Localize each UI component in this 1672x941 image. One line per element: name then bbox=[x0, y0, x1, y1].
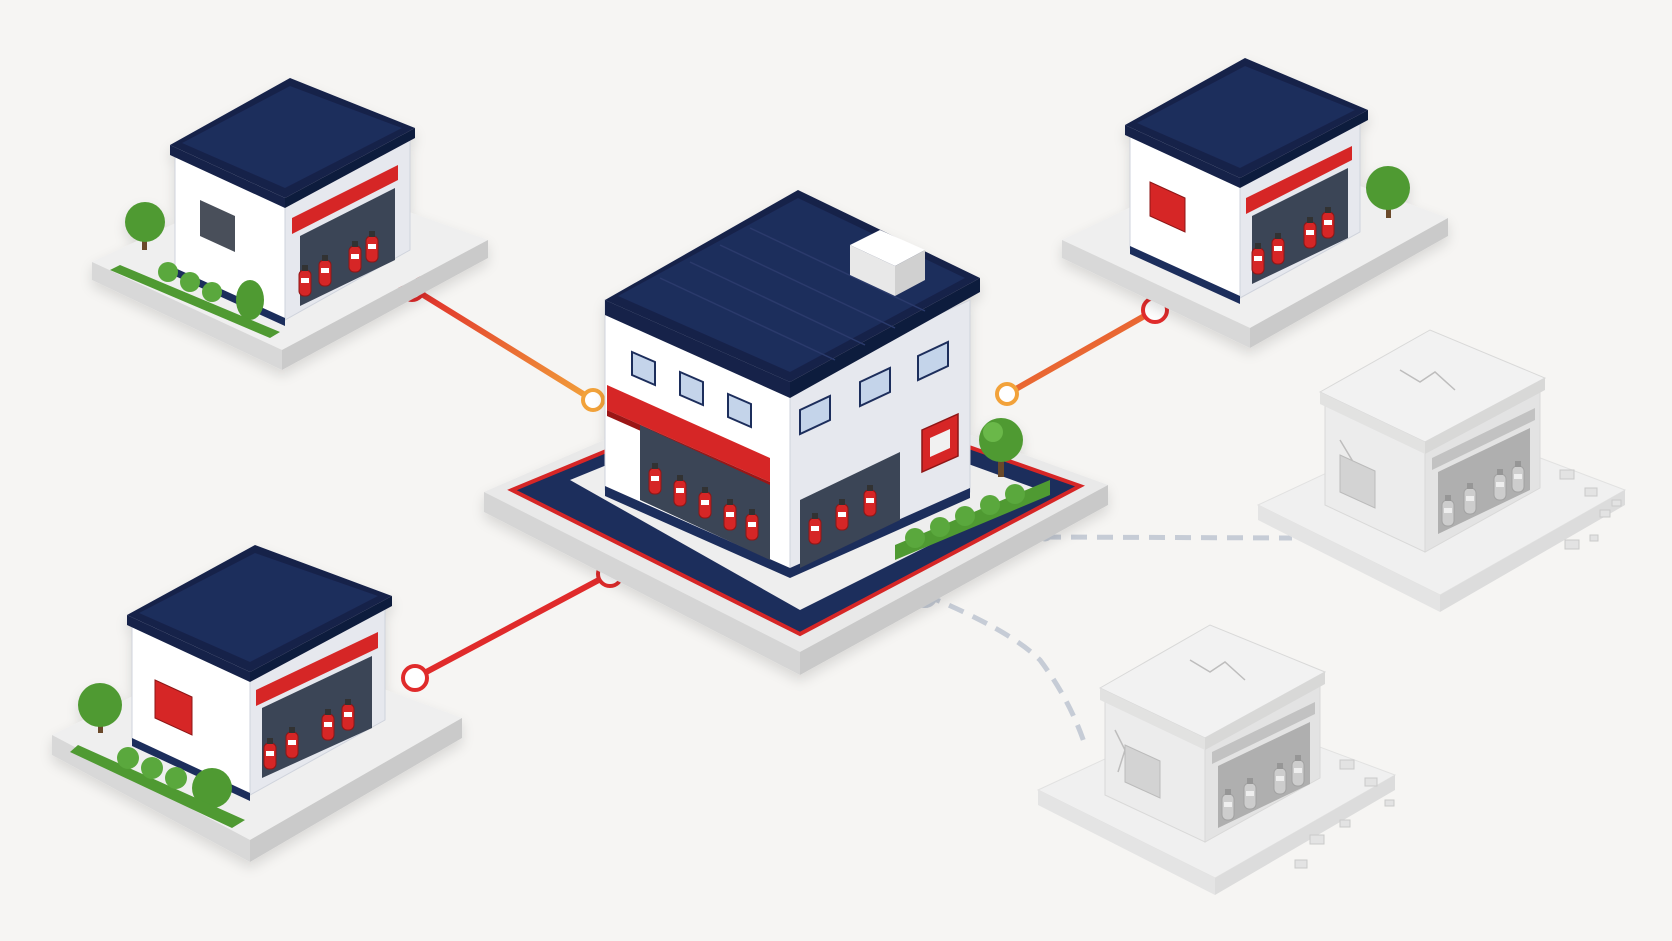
link-top-left bbox=[398, 274, 605, 412]
tree-icon bbox=[979, 418, 1023, 477]
hedge bbox=[895, 480, 1050, 560]
tree-icon bbox=[1366, 166, 1410, 218]
branch-top-left[interactable] bbox=[92, 78, 488, 370]
hub-central-station[interactable] bbox=[484, 190, 1108, 675]
hub-windows bbox=[631, 340, 949, 436]
rubble-icon bbox=[1559, 469, 1622, 550]
link-bottom-left bbox=[401, 560, 624, 692]
link-bottom-right-inactive bbox=[912, 582, 1088, 746]
hedge bbox=[110, 262, 280, 338]
branch-bottom-left[interactable] bbox=[52, 545, 462, 862]
rubble-icon bbox=[1294, 759, 1395, 869]
tree-icon bbox=[78, 683, 232, 810]
branch-top-right[interactable] bbox=[1062, 58, 1448, 348]
rooftop-ac-unit bbox=[850, 230, 925, 296]
tree-icon bbox=[125, 202, 264, 320]
link-mid-right-inactive bbox=[1037, 526, 1293, 542]
hedge bbox=[70, 745, 245, 828]
fire-alarm-panel-icon bbox=[921, 412, 959, 474]
branch-mid-right-inactive[interactable] bbox=[1256, 329, 1627, 612]
link-top-right bbox=[995, 296, 1169, 406]
branch-bottom-right-inactive[interactable] bbox=[1036, 624, 1397, 895]
